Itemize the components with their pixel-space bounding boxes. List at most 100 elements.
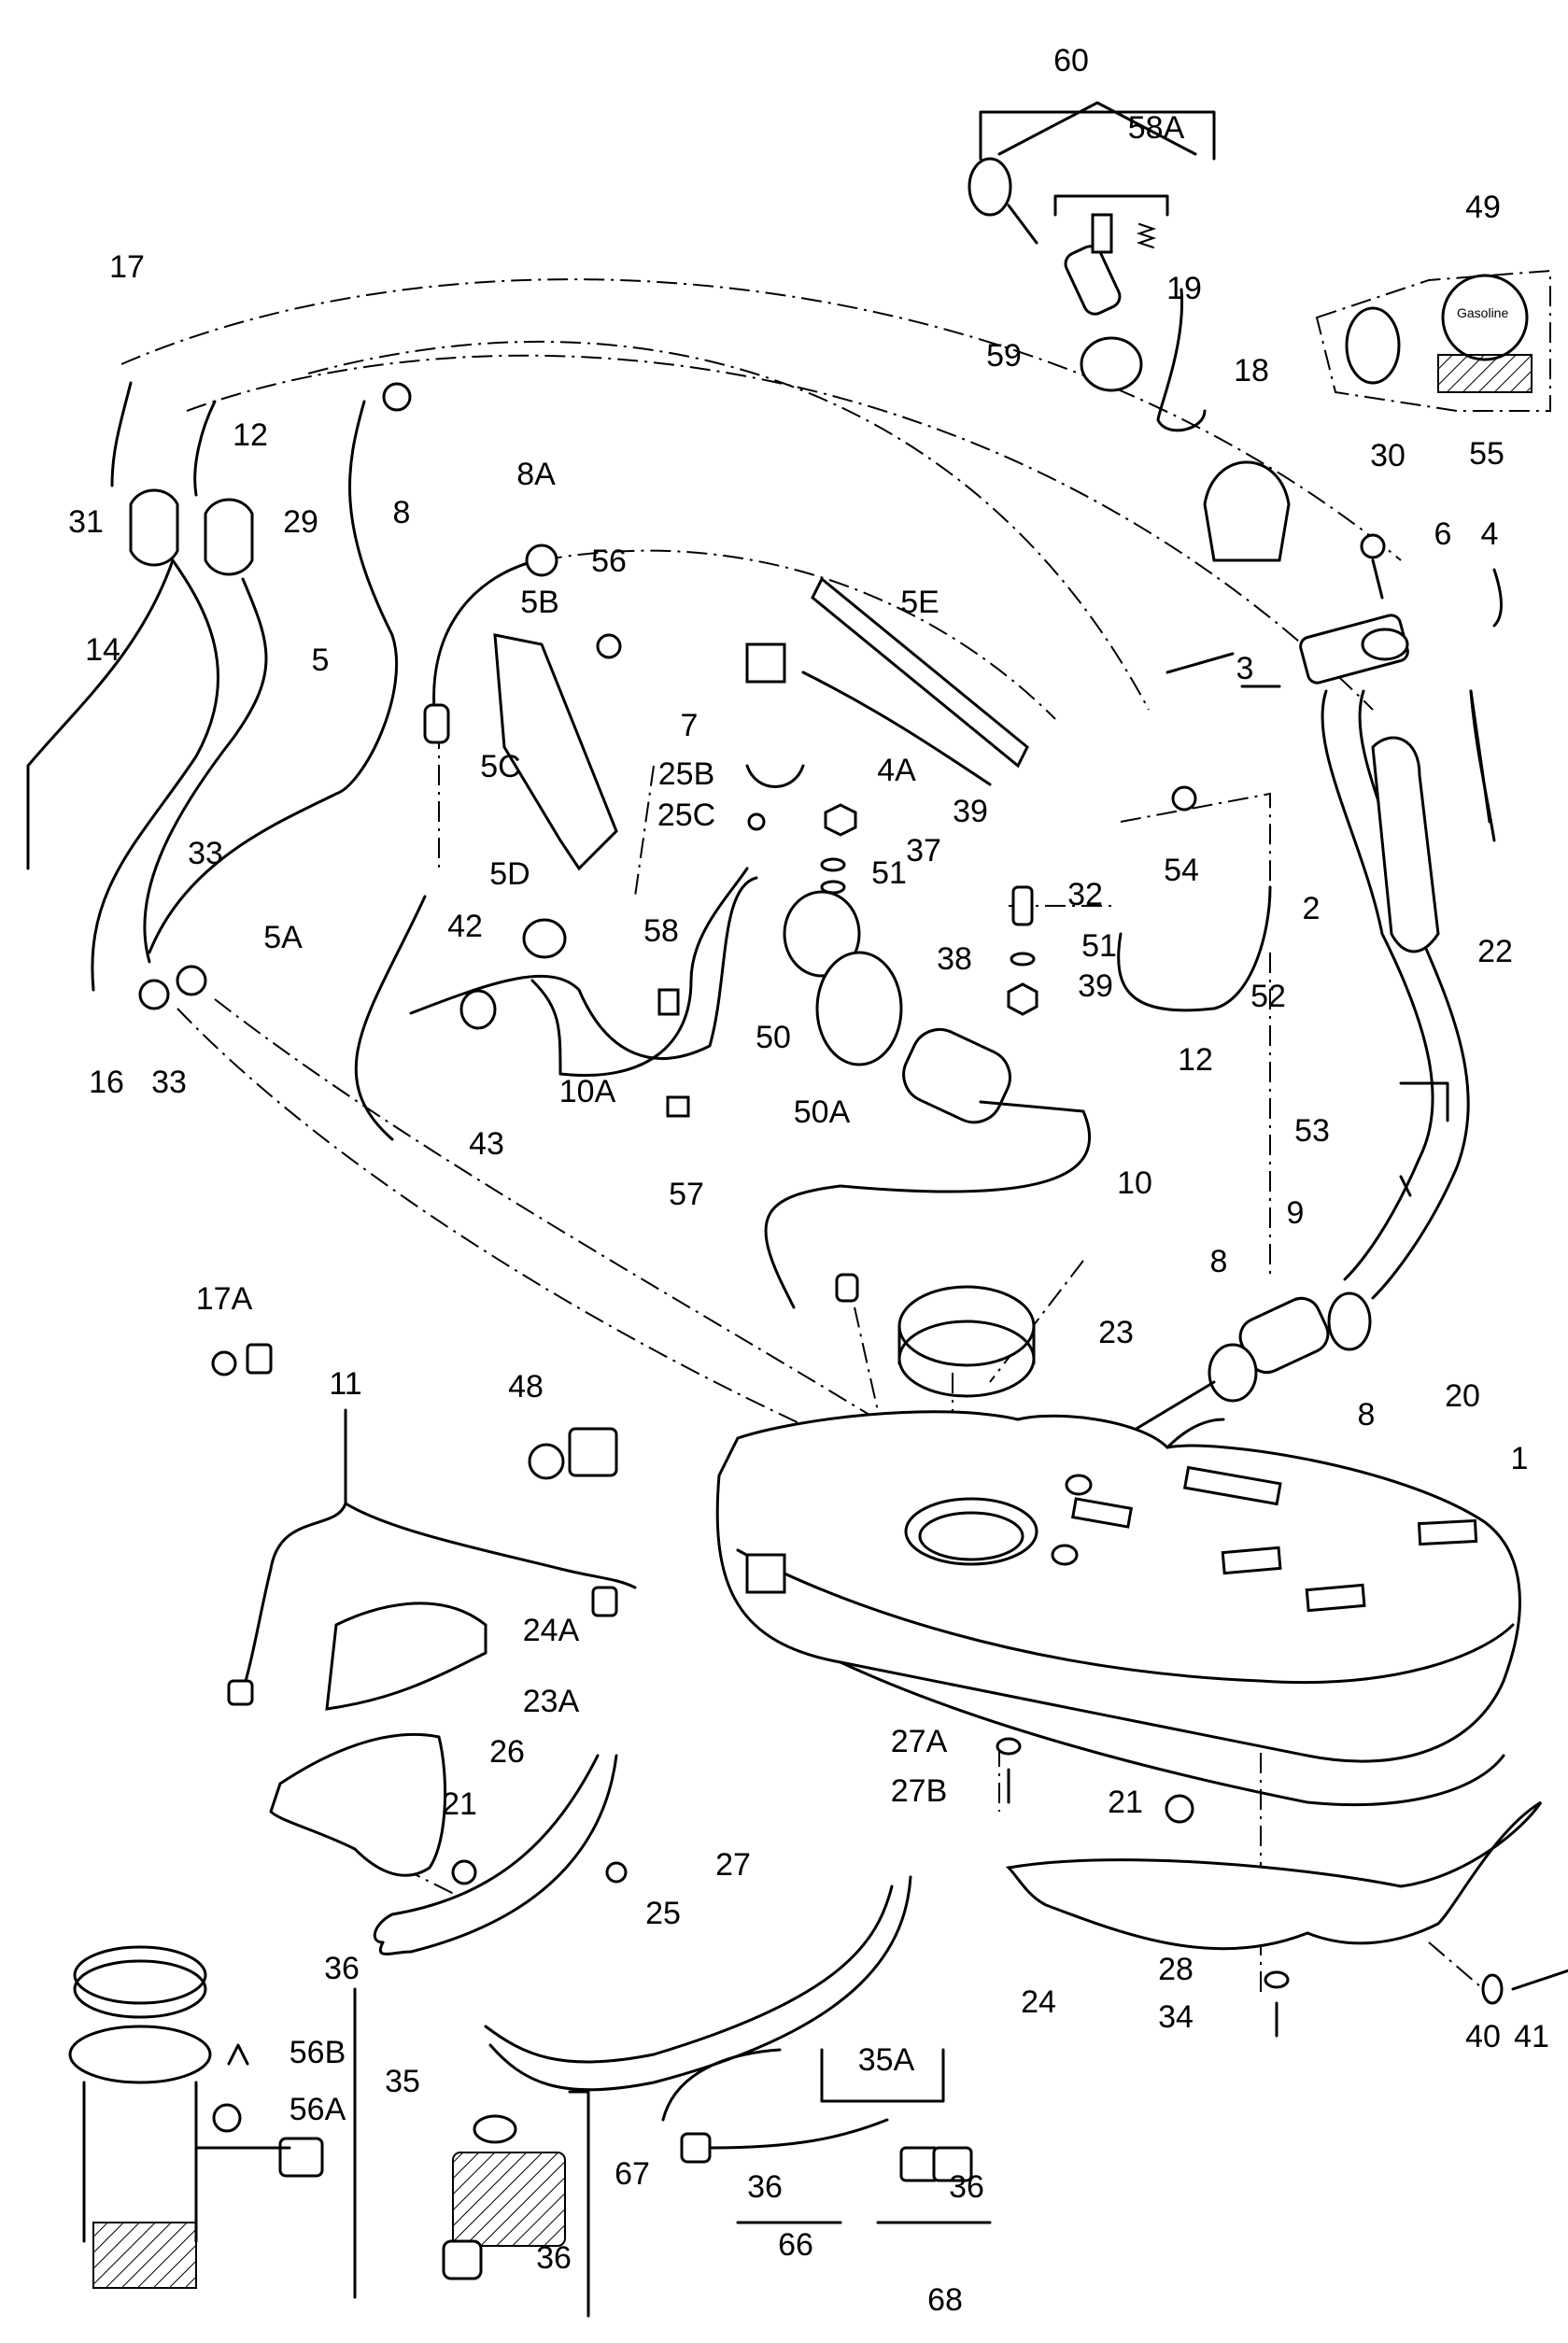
callout-12: 12 [1178,1042,1213,1078]
callout-10: 10 [1117,1165,1152,1201]
callout-21: 21 [442,1786,477,1822]
callout-2: 2 [1303,891,1321,926]
splash-shields [269,1602,487,1885]
callout-28: 28 [1158,1952,1194,1987]
fuel-pump-module [68,1945,357,2299]
vent-hoses [26,381,412,1010]
callout-11: 11 [329,1366,361,1402]
callout-51: 51 [871,855,907,891]
callout-5B: 5B [520,585,559,620]
callout-29: 29 [283,504,318,540]
callout-9: 9 [1287,1195,1305,1231]
callout-18: 18 [1234,353,1269,388]
callout-67: 67 [614,2156,650,2192]
callout-17A: 17A [196,1281,253,1317]
callout-38: 38 [937,941,972,977]
callout-8: 8 [393,495,411,530]
fuel-filter-assembly [409,867,1092,1309]
callout-49: 49 [1465,190,1501,225]
callout-55: 55 [1469,436,1504,472]
filler-hose [1117,533,1503,1300]
callout-58A: 58A [1128,110,1185,146]
callout-56B: 56B [290,2035,346,2070]
callout-4: 4 [1481,516,1499,552]
callout-50A: 50A [794,1094,851,1130]
callout-60: 60 [1053,43,1089,78]
center-parts [354,543,1029,1141]
callout-19: 19 [1166,271,1202,306]
callout-31: 31 [68,504,104,540]
callout-24: 24 [1021,1984,1056,2020]
callout-4A: 4A [877,753,916,788]
callout-8: 8 [1210,1244,1228,1279]
callout-40: 40 [1465,2019,1501,2054]
callout-23: 23 [1098,1315,1134,1350]
callout-56: 56 [591,543,627,579]
fasteners [820,785,1197,1016]
callout-32: 32 [1067,877,1103,912]
callout-6: 6 [1434,516,1452,552]
callout-10A: 10A [559,1074,616,1109]
callout-5A: 5A [263,920,303,955]
callout-34: 34 [1158,1999,1194,2035]
fuel-line [227,1408,637,1706]
callout-27A: 27A [891,1724,948,1759]
callout-25: 25 [645,1896,681,1931]
callout-20: 20 [1445,1378,1480,1414]
callout-5C: 5C [480,749,520,784]
level-sender [661,2048,992,2224]
callout-37: 37 [906,833,941,868]
callout-35A: 35A [858,2042,915,2078]
callout-5D: 5D [489,856,530,892]
callout-1: 1 [1511,1441,1529,1476]
callout-27B: 27B [891,1773,948,1809]
retaining-ring [897,1285,1036,1398]
callout-36: 36 [536,2240,572,2276]
callout-43: 43 [469,1126,504,1162]
callout-59: 59 [986,338,1022,374]
callout-25B: 25B [658,756,715,792]
callout-27: 27 [715,1847,751,1883]
callout-33: 33 [188,836,223,871]
callout-5E: 5E [900,585,939,620]
callout-35: 35 [385,2064,420,2099]
gasoline-badge-text: Gasoline [1457,305,1508,320]
callout-21: 21 [1108,1785,1143,1820]
callout-36: 36 [949,2169,984,2205]
fuel-tank [715,1410,1521,1824]
callout-48: 48 [508,1369,544,1404]
callout-26: 26 [489,1734,525,1770]
callout-58: 58 [643,913,679,949]
callout-8: 8 [1358,1397,1376,1433]
callout-68: 68 [927,2282,963,2318]
seal-plate [442,2090,590,2318]
callout-56A: 56A [290,2092,346,2127]
callout-12: 12 [233,417,268,453]
bolts [996,1737,1568,2038]
callout-30: 30 [1370,438,1406,473]
callout-23A: 23A [523,1684,580,1719]
filler-cap-assembly [968,101,1291,562]
callout-3: 3 [1236,651,1254,686]
callout-25C: 25C [657,797,715,833]
callout-17: 17 [109,249,145,285]
callout-39: 39 [1078,968,1113,1004]
callout-14: 14 [85,632,120,668]
callout-16: 16 [89,1065,124,1100]
callout-42: 42 [447,909,483,944]
callout-53: 53 [1294,1113,1330,1149]
callout-33: 33 [151,1065,187,1100]
heat-shield [1005,1800,1543,1951]
callout-36: 36 [324,1951,360,1986]
callout-66: 66 [778,2227,813,2263]
callout-39: 39 [953,794,988,829]
coupler-hose [1119,1291,1372,1440]
callout-50: 50 [756,1020,791,1055]
callout-8A: 8A [516,457,556,492]
fuel-door-panel: Gasoline [1315,269,1551,412]
callout-57: 57 [669,1177,704,1212]
callout-52: 52 [1250,979,1286,1014]
callout-36: 36 [747,2169,783,2205]
